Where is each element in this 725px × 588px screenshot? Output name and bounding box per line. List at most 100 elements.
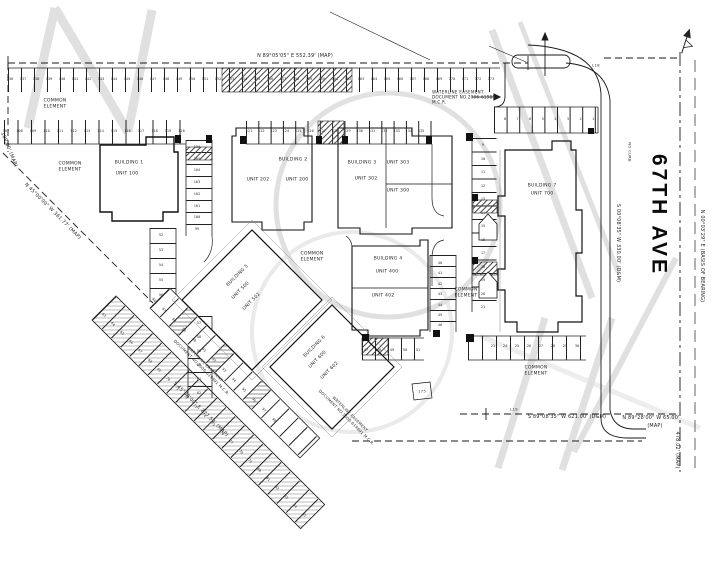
waterline-easement-note-diagonal-2: WATERLINE EASEMENT DOCUMENT NO.2006-6198… [318,388,376,446]
stall-number: 165 [383,77,391,81]
building-7-label: BUILDING 7 [527,183,557,189]
stall-number: 106 [193,145,201,149]
stall-number: 148 [162,77,170,81]
stall-number: 104 [193,168,201,173]
stall-number: 171 [461,77,469,81]
stall-number: 18 [480,264,486,269]
scan-watermark [23,5,701,472]
stall-number: 124 [282,129,290,133]
stall-number: 144 [110,77,118,81]
dimension-east-row: S 00°08'35" W 330.00' (D&M) [614,203,621,283]
building-2-unit-b: UNIT 200 [285,177,309,183]
street-label-67th-ave: 67TH AVE [647,153,671,277]
pilaster-marks [175,128,594,342]
stall-number: 45 [437,313,443,317]
street-curbs [329,11,646,439]
stall-number: 133 [393,129,400,133]
building-1-label: BUILDING 1 [114,160,144,166]
stall-number: 132 [381,129,388,133]
stall-number: 167 [409,77,417,81]
dimension-east-basis: N 00°03'29" E (BASIS OF BEARING) [698,209,705,303]
stall-number: 169 [435,77,443,81]
stall-number: 152 [214,77,222,81]
building-5-outline [181,229,323,371]
stall-number: 54 [158,263,164,267]
common-element-label-4: COMMON ELEMENT [454,287,478,299]
stall-number: 15 [480,224,486,228]
stall-number: 147 [149,77,157,81]
stall-number: 137 [19,77,27,81]
building-7-unit: UNIT 700 [530,191,554,197]
stall-number: 49 [389,348,395,352]
stall-number: 14 [480,210,486,215]
stall-number: 115 [110,129,118,133]
stall-number: 105 [193,156,201,161]
stall-number: 128 [331,129,339,133]
stall-number: 116 [124,129,131,133]
stall-number: 135 [417,129,425,133]
stall-number: 57 [196,321,202,325]
stall-number: 60 [196,363,202,367]
stall-number: 6 [529,117,532,121]
stall-number: 9 [481,143,485,147]
stall-number: 44 [437,302,443,307]
easement-leader-arrow [472,93,502,101]
stall-number: 46 [437,323,443,328]
building-4-label: BUILDING 4 [373,256,403,262]
stall-number: 100 [193,215,201,220]
stall-number: 19 [480,278,486,282]
dimension-south-east: N 89°28'00" W 65.00' [622,415,680,422]
stall-number: 102 [193,191,201,196]
stall-number: 16 [480,237,486,242]
stall-175-outline [411,381,433,401]
stall-number: 107 [2,129,10,133]
stall-number: 21 [480,305,486,309]
dimension-south-east-map: (MAP) [647,423,663,430]
stall-number: 145 [123,77,131,81]
stall-number: 166 [396,77,404,81]
stall-number: 119 [164,129,172,133]
stall-number: 112 [70,129,77,133]
stall-number: 56 [158,293,164,297]
stall-number: 51 [415,348,421,352]
stall-number: 140 [58,77,66,81]
stall-number: 1 [592,117,595,121]
stall-number: 143 [97,77,105,81]
stall-number: 3 [566,117,570,121]
stall-number: 161 [331,77,339,81]
stall-number: 48 [376,348,382,352]
stall-number: 53 [158,248,164,252]
stall-number: 50 [402,348,408,352]
dimension-east-map: 478.02' (MAP) [673,431,680,469]
stall-number: 4 [554,117,557,121]
stall-number: 24 [502,344,508,348]
common-element-label-3: COMMON ELEMENT [300,251,324,263]
stall-number: 163 [357,77,365,81]
stall-number: 150 [188,77,196,81]
stall-number: 127 [319,129,327,133]
stall-number: 52 [158,233,164,237]
building-3-label: BUILDING 3 [347,160,377,166]
stall-number: 40 [437,261,443,265]
stall-number: 134 [405,129,413,133]
stall-number: 164 [370,77,378,81]
stall-number: 168 [422,77,430,81]
building-3-outline [337,127,453,235]
stall-number: 109 [29,129,37,133]
common-element-label-5: COMMON ELEMENT [524,365,548,377]
building-3-unit-a: UNIT 302 [354,176,378,182]
stall-number: 155 [253,77,261,81]
building-6-unit-b: UNIT 602 [319,360,340,381]
common-element-label-1: COMMON ELEMENT [43,98,67,110]
building-5-unit-b: UNIT 502 [241,291,262,312]
stall-number: 17 [480,251,486,255]
stall-number: 28 [550,344,556,348]
building-6-outline [269,304,395,430]
building-2-unit-a: UNIT 202 [246,177,270,183]
stall-number: 43 [437,292,443,297]
stall-number: 110 [43,129,50,133]
stall-number: 103 [193,180,201,185]
entry-stoop-2 [478,271,498,299]
